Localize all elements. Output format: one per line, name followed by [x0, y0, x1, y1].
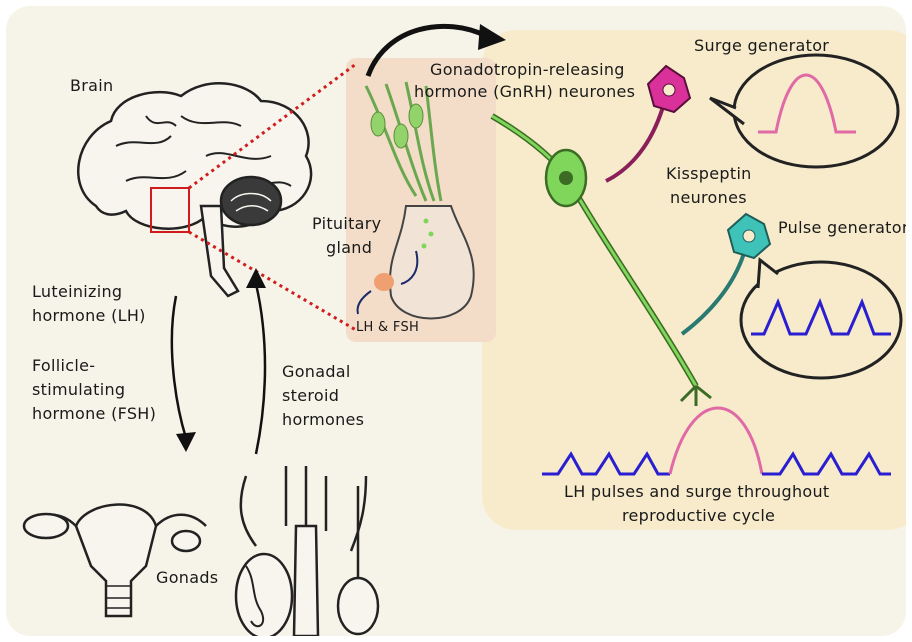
uterus-ovaries-illustration: [24, 505, 206, 616]
lh-label-line2: hormone (LH): [32, 306, 146, 326]
surge-generator-label: Surge generator: [694, 36, 829, 56]
diagram-canvas: Brain Gonadotropin-releasing hormone (Gn…: [6, 6, 906, 636]
fsh-label-line3: hormone (FSH): [32, 404, 156, 424]
gnrh-label-line1: Gonadotropin-releasing: [430, 60, 625, 80]
pituitary-label-line2: gland: [326, 238, 372, 258]
lh-fsh-arrow: [172, 296, 186, 438]
kisspeptin-label-line1: Kisspeptin: [666, 164, 752, 184]
steroid-arrow: [256, 284, 265, 454]
brain-label: Brain: [70, 76, 113, 96]
surge-bubble: [734, 55, 898, 167]
kisspeptin-label-line2: neurones: [670, 188, 747, 208]
steroid-label-line1: Gonadal: [282, 362, 351, 382]
fsh-label-line1: Follicle-: [32, 356, 95, 376]
fsh-label-line2: stimulating: [32, 380, 125, 400]
cycle-label-line1: LH pulses and surge throughout: [564, 482, 830, 502]
lh-fsh-label: LH & FSH: [356, 320, 419, 336]
pituitary-label-line1: Pituitary: [312, 214, 381, 234]
pulse-generator-label: Pulse generator: [778, 218, 906, 238]
gnrh-label-line2: hormone (GnRH) neurones: [414, 82, 635, 102]
steroid-label-line2: steroid: [282, 386, 339, 406]
cycle-label-line2: reproductive cycle: [622, 506, 775, 526]
testes-illustration: [236, 466, 378, 636]
brain-illustration: [78, 83, 311, 296]
lh-label-line1: Luteinizing: [32, 282, 122, 302]
steroid-label-line3: hormones: [282, 410, 364, 430]
gonads-label: Gonads: [156, 568, 218, 588]
